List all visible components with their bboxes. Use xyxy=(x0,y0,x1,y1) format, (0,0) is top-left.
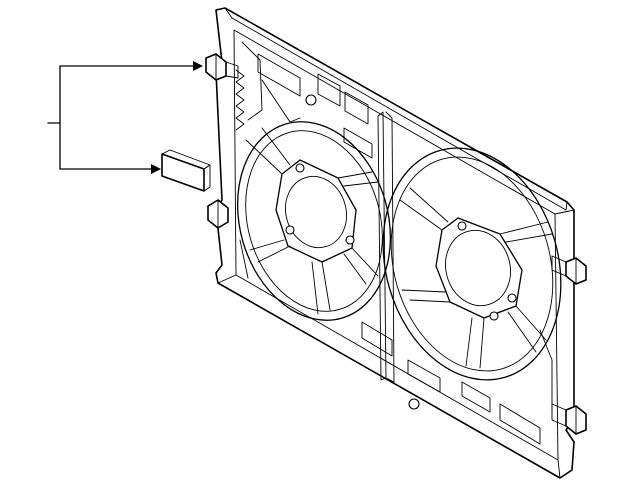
callout-bracket xyxy=(47,61,203,174)
left-edge-teeth xyxy=(235,69,245,131)
upper-mounting-clip xyxy=(205,53,239,81)
lower-ribs xyxy=(239,239,553,445)
fan-shroud-frame xyxy=(215,7,575,479)
upper-ribs xyxy=(241,41,373,159)
right-fan-ring xyxy=(382,147,562,381)
right-upper-clip xyxy=(551,255,587,285)
center-divider xyxy=(377,111,395,383)
arrow-head-upper xyxy=(193,61,203,71)
foam-seal-pad xyxy=(161,149,211,192)
locating-hole-top xyxy=(305,94,317,106)
arrow-head-lower xyxy=(151,164,161,174)
left-lower-clip xyxy=(207,199,229,229)
left-fan-ring xyxy=(236,121,392,321)
locating-hole-bottom xyxy=(408,398,420,410)
right-lower-clip xyxy=(551,403,587,435)
